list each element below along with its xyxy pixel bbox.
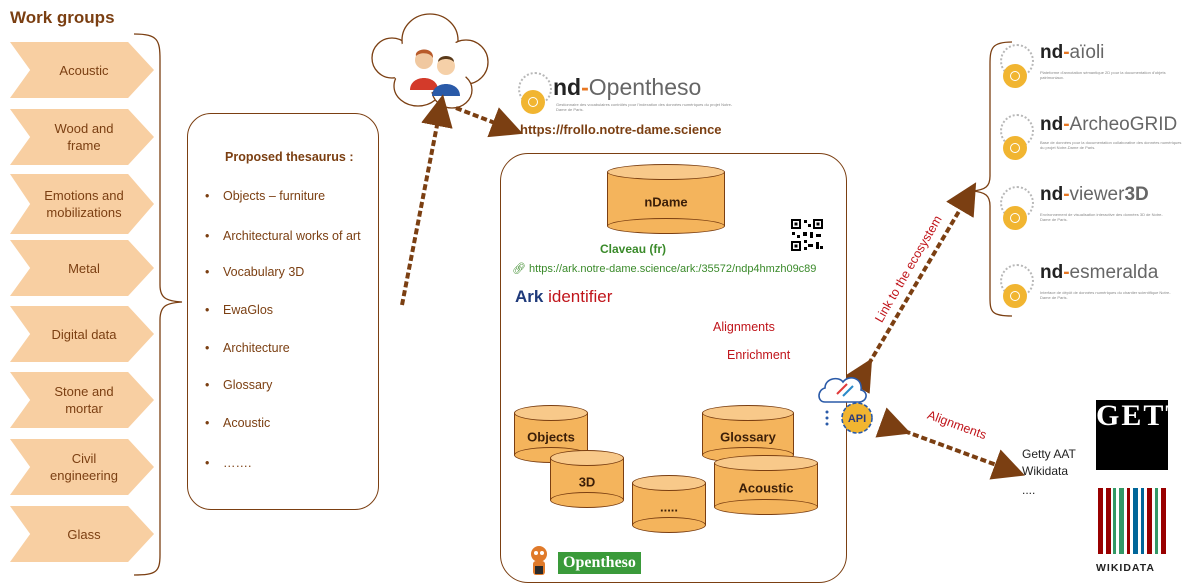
more-database: ..... [632,475,706,533]
work-group-civil-engineering: Civil engineering [10,439,154,495]
work-group-label: Emotions and mobilizations [44,188,124,220]
thesaurus-item: •Architecture [205,341,290,355]
wikidata-logo-label: WIKIDATA [1096,562,1155,574]
work-group-label: Stone and mortar [54,384,114,416]
viewer3d-logo-icon [1003,206,1027,230]
app-esmeralda-brand: nd-esmeralda [1040,262,1159,283]
3d-database: 3D [550,450,624,508]
work-group-label: Metal [68,260,100,276]
more-external-label: .... [1022,483,1036,497]
arrow-api-ecosystem [842,182,977,394]
ark-url-link[interactable]: 🔗︎ https://ark.notre-dame.science/ark:/3… [512,263,817,275]
thesaurus-item: •Glossary [205,378,273,392]
work-group-stone-mortar: Stone and mortar [10,372,154,428]
archeogrid-logo-icon [1003,136,1027,160]
more-label: ..... [659,499,679,515]
acoustic-database: Acoustic [714,455,818,515]
enrichment-label: Enrichment [727,348,791,362]
thesaurus-item: •Vocabulary 3D [205,265,305,279]
thesaurus-item: •EwaGlos [205,303,274,317]
3d-label: 3D [578,474,596,490]
getty-logo: GETTY [1096,400,1192,470]
app-viewer3d-brand: nd-viewer3D [1040,184,1149,205]
work-group-label: Civil engineering [50,451,118,483]
app-aioli-brand: nd-aïoli [1040,42,1105,63]
getty-aat-label: Getty AAT [1022,447,1076,461]
work-group-label: Digital data [51,326,117,342]
claveau-label: Claveau (fr) [600,242,667,256]
getty-logo-text: GETTY [1096,399,1192,432]
thesaurus-item: •Architectural works of art [205,229,361,243]
page-title: Work groups [10,8,115,27]
ark-identifier-label: Ark identifier [515,287,613,306]
opentheso-logo: Opentheso [558,552,641,574]
work-group-wood-frame: Wood and frame [10,109,154,165]
app-archeogrid-subtitle: Base de données pour la documentation co… [1040,140,1182,150]
link-icon: 🔗︎ [512,263,530,275]
arrow-thesaurus-cloud [400,94,453,306]
acoustic-label: Acoustic [738,480,794,496]
work-group-acoustic: Acoustic [10,42,154,98]
opentheso-logo-icon [521,90,545,114]
app-archeogrid-brand: nd-ArcheoGRID [1040,114,1178,135]
thesaurus-title: Proposed thesaurus : [225,150,354,164]
objects-label: Objects [527,429,575,445]
opentheso-subtitle: Gestionnaire des vocabulaires contrôlés … [556,102,733,112]
ndame-database: nDame [607,164,725,234]
thesaurus-item: •Acoustic [205,416,271,430]
work-group-glass: Glass [10,506,154,562]
arrow-cloud-frollo [455,106,523,138]
work-group-label: Glass [67,526,101,542]
wikidata-label: Wikidata [1022,464,1069,478]
aioli-logo-icon [1003,64,1027,88]
thesaurus-item: •……. [205,456,252,470]
mascot-icon [531,546,547,575]
work-group-emotions: Emotions and mobilizations [10,174,154,234]
thesaurus-box [187,113,379,510]
app-esmeralda-subtitle: Interface de dépôt de données numériques… [1040,290,1171,300]
arrow-api-external [875,407,1026,480]
app-viewer3d-subtitle: Environnement de visualisation interacti… [1040,212,1163,222]
app-aioli-subtitle: Plateforme d'annotation sémantique 2D po… [1040,70,1166,80]
opentheso-brand: nd-Opentheso [553,74,702,100]
work-group-label: Acoustic [59,62,109,78]
api-icon: API [818,377,873,434]
users-icon [410,49,460,96]
work-group-metal: Metal [10,240,154,296]
esmeralda-logo-icon [1003,284,1027,308]
work-groups-brace [133,33,183,576]
glossary-label: Glossary [720,429,776,445]
work-group-digital-data: Digital data [10,306,154,362]
wikidata-barcode-icon [1098,488,1166,554]
ndame-label: nDame [644,194,688,210]
frollo-url[interactable]: https://frollo.notre-dame.science [520,122,722,137]
alignments-label: Alignments [713,320,775,334]
thesaurus-item: •Objects – furniture [205,189,326,203]
qr-code-icon [790,218,824,252]
api-label: API [848,413,866,425]
work-group-label: Wood and frame [54,121,114,153]
